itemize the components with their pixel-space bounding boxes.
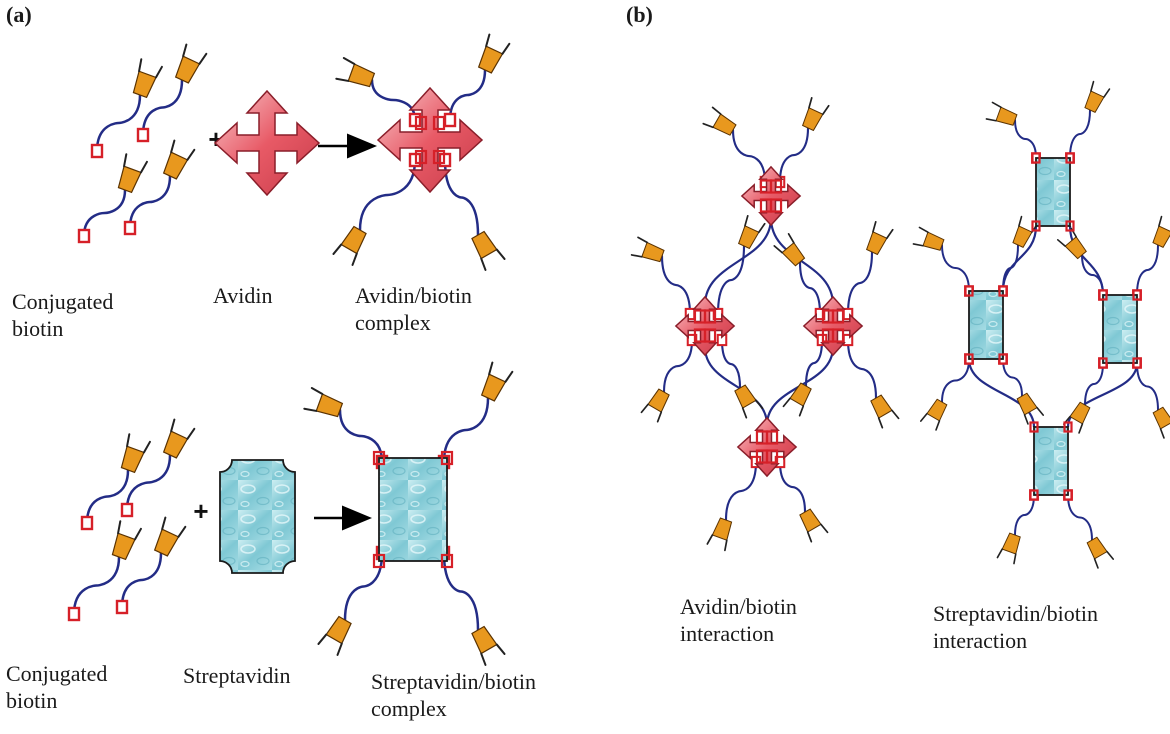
avidin-cross-icon [213, 89, 321, 197]
biotin-conjugate-icon [437, 545, 506, 666]
biotin-conjugate-icon [716, 333, 764, 419]
biotin-conjugate-icon [998, 353, 1045, 425]
biotin-conjugate-icon [67, 520, 142, 622]
biotin-site-icon [765, 449, 779, 464]
biotin-site-icon [440, 450, 454, 466]
biotin-site-icon [432, 115, 446, 131]
biotin-site-icon [703, 309, 717, 324]
biotin-site-icon [372, 553, 386, 569]
biotin-site-icon [1029, 421, 1039, 433]
biotin-conjugate-icon [123, 139, 196, 236]
biotin-conjugate-icon [998, 215, 1039, 297]
biotin-site-icon [414, 149, 428, 165]
biotin-site-icon [998, 353, 1008, 365]
biotin-conjugate-icon [90, 58, 163, 159]
biotin-site-icon [1031, 220, 1041, 232]
biotin-conjugate-icon [996, 489, 1039, 565]
biotin-site-icon [1029, 489, 1039, 501]
biotin-site-icon [765, 430, 779, 445]
biotin-site-icon [1063, 421, 1073, 433]
biotin-conjugate-icon [77, 153, 148, 244]
biotin-conjugate-icon [120, 418, 196, 518]
biotin-conjugate-icon [630, 236, 696, 321]
biotin-site-icon [414, 115, 428, 131]
caption-streptavidin: Streptavidin [183, 663, 291, 688]
biotin-conjugate-icon [1063, 489, 1115, 569]
biotin-conjugate-icon [912, 226, 974, 297]
streptavidin-tile-icon [219, 459, 296, 574]
streptavidin-tile-icon [968, 290, 1004, 360]
avidin-complex-icon [376, 86, 484, 194]
streptavidin-tile-icon [1035, 157, 1071, 227]
biotin-conjugate-icon [1132, 357, 1170, 439]
avidin-cross-icon [674, 295, 736, 357]
biotin-site-icon [703, 328, 717, 343]
biotin-conjugate-icon [702, 106, 771, 189]
biotin-site-icon [1132, 289, 1142, 301]
biotin-conjugate-icon [712, 215, 766, 321]
biotin-site-icon [769, 179, 783, 194]
biotin-site-icon [831, 328, 845, 343]
biotin-site-icon [1063, 489, 1073, 501]
biotin-conjugate-icon [640, 333, 698, 423]
biotin-conjugate-icon [115, 516, 187, 615]
biotin-site-icon [1132, 357, 1142, 369]
biotin-conjugate-icon [1056, 227, 1108, 301]
biotin-conjugate-icon [782, 333, 828, 417]
plus-sign: + [193, 496, 208, 526]
avidin-cross-icon [736, 416, 798, 478]
biotin-conjugate-icon [706, 455, 762, 552]
biotin-conjugate-icon [1132, 215, 1170, 301]
biotin-site-icon [440, 553, 454, 569]
biotin-site-icon [1098, 289, 1108, 301]
avidin-cross-icon [740, 165, 802, 227]
biotin-site-icon [372, 450, 386, 466]
biotin-site-icon [1031, 152, 1041, 164]
biotin-conjugate-icon [919, 353, 974, 431]
biotin-conjugate-icon [332, 152, 422, 266]
biotin-conjugate-icon [774, 97, 830, 189]
biotin-conjugate-icon [773, 233, 826, 321]
streptavidin-tile-icon [1102, 294, 1138, 364]
biotin-conjugate-icon [842, 221, 894, 321]
biotin-site-icon [1065, 220, 1075, 232]
biotin-site-icon [998, 285, 1008, 297]
biotin-conjugate-icon [842, 333, 900, 429]
panel-label-a: (a) [6, 2, 32, 27]
biotin-site-icon [769, 198, 783, 213]
biotin-conjugate-icon [774, 455, 829, 543]
biotin-conjugate-icon [80, 433, 151, 531]
caption-avidin: Avidin [213, 283, 273, 308]
biotin-conjugate-icon [1065, 80, 1111, 164]
streptavidin-tile-icon [1033, 426, 1069, 496]
biotin-site-icon [1098, 357, 1108, 369]
biotin-site-icon [432, 149, 446, 165]
avidin-cross-icon [802, 295, 864, 357]
biotin-conjugate-icon [136, 43, 208, 143]
biotin-conjugate-icon [317, 545, 389, 656]
biotin-site-icon [964, 353, 974, 365]
panel-label-b: (b) [626, 2, 653, 27]
biotin-site-icon [1065, 152, 1075, 164]
biotin-conjugate-icon [335, 57, 422, 128]
biotin-site-icon [831, 309, 845, 324]
biotin-conjugate-icon [443, 33, 511, 128]
streptavidin-complex-icon [378, 457, 448, 562]
biotin-site-icon [964, 285, 974, 297]
